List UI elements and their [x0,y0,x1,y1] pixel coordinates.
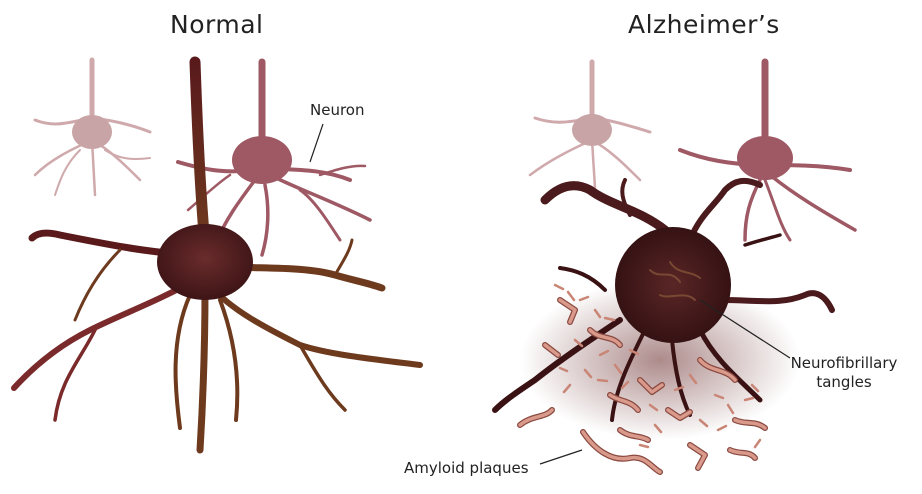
background-neuron-pale [35,60,150,195]
label-tangles-line1: Neurofibrillary [781,354,907,373]
label-tangles-line2: tangles [781,373,907,392]
panel-title-alzheimers: Alzheimer’s [628,10,780,39]
alz-neuron-diseased [495,180,832,440]
alz-background-neuron-pale [530,62,650,188]
panel-title-normal: Normal [170,10,263,39]
plaques-leader-line [540,450,582,464]
label-amyloid-plaques: Amyloid plaques [404,459,529,478]
label-neuron: Neuron [310,101,364,120]
neuron-leader-line [310,124,323,162]
label-neurofibrillary-tangles: Neurofibrillary tangles [781,354,907,392]
alzheimers-panel [495,62,855,472]
